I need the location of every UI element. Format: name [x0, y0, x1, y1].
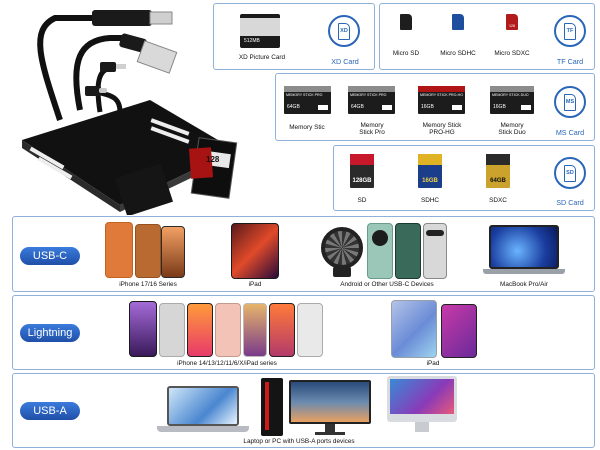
iphone-se-image	[297, 303, 323, 357]
laptop-image	[157, 386, 249, 436]
ms-category-label: MS Card	[555, 128, 585, 137]
android-phone-image-2	[395, 223, 421, 279]
sdhc-card-label: SDHC	[420, 197, 440, 204]
macbook-image	[483, 225, 565, 277]
usb-c-device-label-3: Android or Other USB-C Devices	[340, 281, 434, 288]
micro-sd-label: Micro SD	[392, 50, 420, 57]
micro-sdxc-label: Micro SDXC	[494, 50, 530, 57]
micro-sdhc-label: Micro SDHC	[440, 50, 476, 57]
lightning-device-label-2: iPad	[426, 360, 440, 367]
usb-a-pill: USB-A	[20, 402, 80, 420]
iphone-14-image	[129, 301, 157, 357]
monitor-image	[289, 380, 371, 436]
ms-card-label-1: Memory Stic	[289, 124, 325, 131]
tf-category-label: TF Card	[556, 57, 584, 66]
sdxc-card-label: SDXC	[489, 197, 507, 204]
sdhc-card-image: 16GB	[418, 154, 442, 188]
xd-ring-icon: XD	[328, 15, 360, 47]
iphone-16-image	[135, 224, 161, 278]
xd-category-label: XD Card	[331, 57, 359, 66]
android-phone-image-1	[367, 223, 393, 279]
imac-image	[387, 376, 457, 436]
usb-c-device-label-1: iPhone 17/16 Series	[119, 281, 177, 288]
xd-card-panel: 512MB XD Picture Card XD XD Card	[213, 3, 375, 70]
usb-a-device-label-1: Laptop or PC with USB-A ports devices	[243, 438, 355, 445]
lightning-panel: Lightning iPhone 14/13/12/11/6/X/iPad se…	[12, 295, 595, 370]
sd-card-panel: 128GB 16GB 64GB SD SDHC SDXC SD SD Card	[333, 145, 595, 211]
pc-tower-image	[261, 378, 283, 436]
iphone-6-image	[243, 303, 267, 357]
sd-card-image: 128GB	[350, 154, 374, 188]
xd-card-label: XD Picture Card	[238, 54, 286, 61]
tf-card-panel: 128 Micro SD Micro SDHC Micro SDXC TF TF…	[379, 3, 595, 70]
iphone-11-image	[215, 303, 241, 357]
ipad-usb-c-image	[231, 223, 279, 279]
card-reader-illustration	[22, 10, 238, 217]
card-reader-product: 128	[0, 0, 250, 217]
micro-sdhc-image	[452, 14, 464, 30]
iphone-16-screen-image	[161, 226, 185, 278]
micro-sd-image	[400, 14, 412, 30]
ms-ring-icon: MS	[554, 86, 586, 118]
sd-ring-icon: SD	[554, 157, 586, 189]
tf-ring-icon: TF	[554, 15, 586, 47]
xd-card-image: 512MB	[240, 14, 280, 48]
micro-sdxc-image: 128	[506, 14, 518, 30]
usb-c-panel: USB-C iPhone 17/16 Series iPad Android o…	[12, 216, 595, 292]
ipad-lightning-image-2	[441, 304, 477, 358]
sdxc-card-image: 64GB	[486, 154, 510, 188]
iphone-17-image	[105, 222, 133, 278]
xd-card-size: 512MB	[244, 38, 260, 44]
sd-card-label: SD	[357, 197, 367, 204]
lightning-device-label-1: iPhone 14/13/12/11/6/X/iPad series	[177, 360, 277, 367]
usb-c-device-label-4: MacBook Pro/Air	[500, 281, 548, 288]
iphone-13-image	[159, 303, 185, 357]
lightning-pill: Lightning	[20, 324, 80, 342]
usb-a-panel: USB-A Laptop or PC with USB-A ports devi…	[12, 373, 595, 448]
iphone-x-image	[269, 303, 295, 357]
ipad-lightning-image	[391, 300, 437, 358]
sd-category-label: SD Card	[556, 198, 584, 207]
android-phone-image-3	[423, 223, 447, 279]
usb-c-device-label-2: iPad	[248, 281, 262, 288]
sd-card-capacity: 128	[206, 155, 220, 164]
iphone-12-image	[187, 303, 213, 357]
usb-c-pill: USB-C	[20, 247, 80, 265]
fan-image	[321, 227, 363, 277]
